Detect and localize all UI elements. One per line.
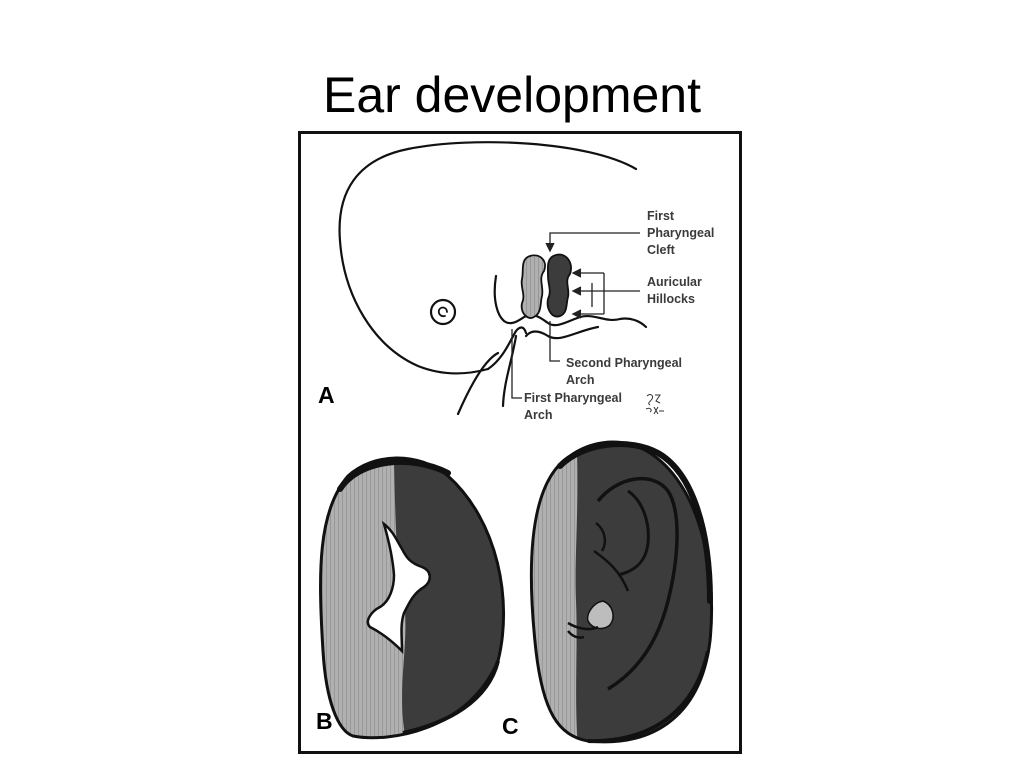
panel-b-cleft: [366, 520, 431, 655]
panel-b-letter: B: [316, 708, 333, 734]
leader-lines: [511, 232, 640, 399]
illustrator-signature: [645, 394, 664, 415]
label-auricular-hillocks: Auricular Hillocks: [647, 275, 705, 306]
ear-development-diagram: First Pharyngeal Cleft Auricular Hillock…: [298, 131, 742, 754]
arch-bumps: [493, 274, 648, 329]
label-first-cleft: First Pharyngeal Cleft: [647, 209, 718, 257]
label-first-arch: First Pharyngeal Arch: [524, 391, 625, 422]
label-second-arch-line1: Second Pharyngeal: [566, 356, 682, 370]
panel-b-auricle: [319, 456, 506, 740]
panel-a-letter: A: [318, 382, 335, 408]
label-second-arch-line2: Arch: [566, 373, 594, 387]
panel-c-letter: C: [502, 713, 519, 739]
slide-title: Ear development: [322, 67, 701, 123]
hillocks-first-arch: [520, 254, 546, 319]
label-auricular-hillocks-line2: Hillocks: [647, 292, 695, 306]
label-auricular-hillocks-line1: Auricular: [647, 275, 702, 289]
jaw-outline: [486, 326, 528, 371]
hillocks-second-arch: [546, 253, 572, 318]
label-first-cleft-line3: Cleft: [647, 243, 676, 257]
auricular-hillocks: [520, 253, 572, 319]
otic-placode-inner: [437, 306, 448, 318]
label-first-cleft-line2: Pharyngeal: [647, 226, 714, 240]
ear-development-figure: First Pharyngeal Cleft Auricular Hillock…: [298, 131, 742, 754]
otic-placode-outer: [429, 298, 457, 326]
embryo-head-outline: [338, 141, 638, 375]
lower-neck-outline: [501, 334, 518, 408]
panel-c-antihelix: [596, 476, 679, 691]
label-first-arch-line2: Arch: [524, 408, 552, 422]
lower-arch-outline: [524, 325, 600, 340]
label-second-arch: Second Pharyngeal Arch: [566, 356, 686, 387]
neck-outline: [456, 351, 500, 416]
panel-a-embryo: [338, 141, 648, 416]
label-first-arch-line1: First Pharyngeal: [524, 391, 622, 405]
label-first-cleft-line1: First: [647, 209, 675, 223]
